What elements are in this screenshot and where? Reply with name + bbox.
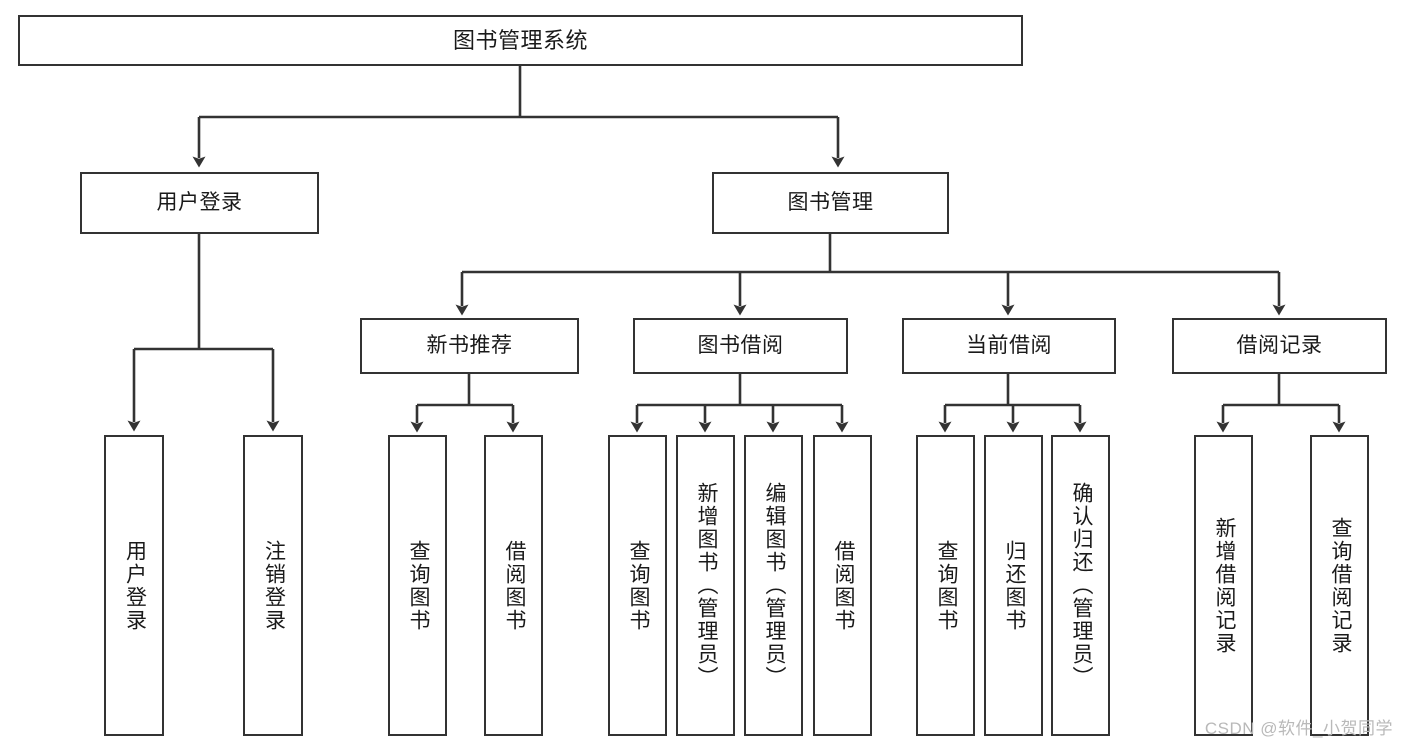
node-label: 借阅记录	[1236, 333, 1323, 357]
node-label: 用户登录	[156, 190, 243, 214]
node-label: 编辑图书（管理员）	[762, 482, 786, 689]
node-label: 注销登录	[262, 539, 286, 632]
leaf-query-book-borrow[interactable]: 查询图书	[608, 435, 667, 736]
node-label: 新书推荐	[426, 333, 513, 357]
node-label: 新增图书（管理员）	[694, 482, 718, 689]
leaf-user-login[interactable]: 用户登录	[104, 435, 164, 736]
node-label: 新增借阅记录	[1212, 516, 1236, 655]
node-label: 图书借阅	[697, 333, 784, 357]
node-book-manage[interactable]: 图书管理	[712, 172, 949, 234]
node-label: 借阅图书	[831, 539, 855, 632]
node-label: 借阅图书	[502, 539, 526, 632]
node-label: 确认归还（管理员）	[1069, 482, 1093, 689]
leaf-query-book-recommend[interactable]: 查询图书	[388, 435, 447, 736]
node-borrow-record[interactable]: 借阅记录	[1172, 318, 1387, 374]
leaf-edit-book-admin[interactable]: 编辑图书（管理员）	[744, 435, 803, 736]
node-label: 查询借阅记录	[1328, 516, 1352, 655]
watermark-text: CSDN @软件_小贺同学	[1204, 719, 1393, 738]
node-new-book-recommend[interactable]: 新书推荐	[360, 318, 579, 374]
leaf-logout[interactable]: 注销登录	[243, 435, 303, 736]
leaf-borrow-book-recommend[interactable]: 借阅图书	[484, 435, 543, 736]
node-current-borrow[interactable]: 当前借阅	[902, 318, 1116, 374]
leaf-query-borrow-record[interactable]: 查询借阅记录	[1310, 435, 1369, 736]
node-label: 图书管理系统	[452, 27, 588, 53]
node-user-login[interactable]: 用户登录	[80, 172, 319, 234]
leaf-add-borrow-record[interactable]: 新增借阅记录	[1194, 435, 1253, 736]
node-label: 归还图书	[1002, 539, 1026, 632]
node-label: 查询图书	[934, 539, 958, 632]
node-label: 用户登录	[123, 539, 147, 632]
node-label: 查询图书	[406, 539, 430, 632]
leaf-add-book-admin[interactable]: 新增图书（管理员）	[676, 435, 735, 736]
leaf-query-book-current[interactable]: 查询图书	[916, 435, 975, 736]
node-label: 图书管理	[787, 190, 874, 214]
leaf-borrow-book[interactable]: 借阅图书	[813, 435, 872, 736]
node-root-system[interactable]: 图书管理系统	[18, 15, 1023, 66]
leaf-return-book[interactable]: 归还图书	[984, 435, 1043, 736]
node-label: 查询图书	[626, 539, 650, 632]
node-label: 当前借阅	[966, 333, 1052, 357]
node-book-borrow[interactable]: 图书借阅	[633, 318, 848, 374]
leaf-confirm-return-admin[interactable]: 确认归还（管理员）	[1051, 435, 1110, 736]
